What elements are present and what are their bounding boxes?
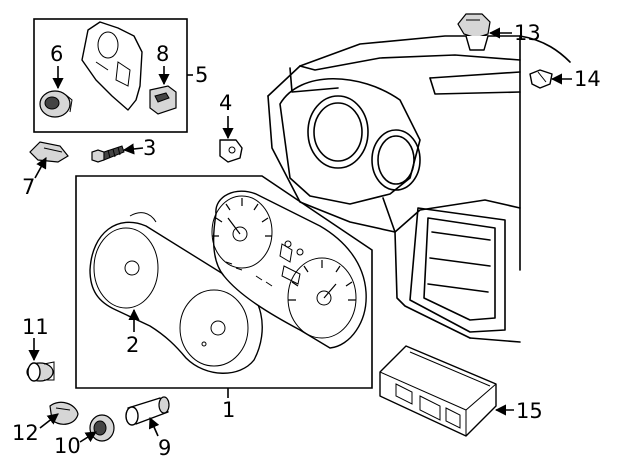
clip-7-part [29, 141, 69, 163]
callout-10: 10 [54, 434, 81, 458]
callout-11: 11 [22, 315, 49, 339]
module-15-part [379, 345, 497, 437]
switch-8-part [149, 85, 177, 115]
callout-12: 12 [12, 421, 39, 445]
callout-1: 1 [222, 398, 235, 422]
callout-5: 5 [195, 63, 208, 87]
callout-8: 8 [156, 42, 169, 66]
callout-3: 3 [143, 136, 156, 160]
callout-14: 14 [574, 67, 601, 91]
leader-lines [28, 27, 572, 443]
cluster-gauge-faces [211, 190, 367, 349]
callout-15: 15 [516, 399, 543, 423]
socket-12-part [49, 401, 79, 425]
bulb-9-part [125, 396, 170, 426]
callout-6: 6 [50, 42, 63, 66]
dashboard-panel [267, 35, 571, 343]
bulb-11-part [26, 361, 55, 382]
callout-2: 2 [126, 333, 139, 357]
cluster-lens-2 [89, 212, 263, 374]
switch-6-part [39, 90, 73, 118]
clip-13-part [457, 13, 491, 51]
bracket-4-part [219, 139, 243, 163]
callout-13: 13 [514, 21, 541, 45]
bulb-10-part [89, 414, 115, 442]
instrument-bezel-part [81, 21, 143, 111]
cluster-box [75, 175, 373, 389]
callout-7: 7 [22, 175, 35, 199]
callout-9: 9 [158, 436, 171, 460]
clip-14-part [529, 69, 553, 89]
screw-3-part [91, 145, 125, 163]
callout-4: 4 [219, 91, 232, 115]
